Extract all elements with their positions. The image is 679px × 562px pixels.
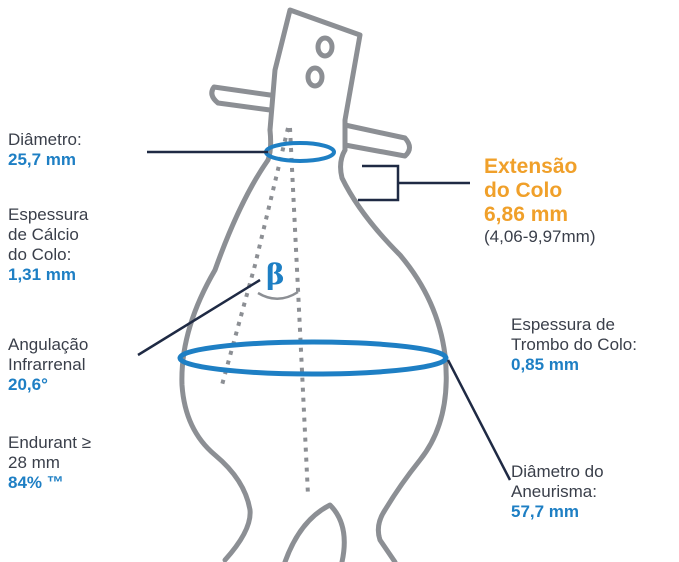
aneurisma-value: 57,7 mm [511,502,580,521]
trombo-value: 0,85 mm [511,355,580,374]
endurant-line1: Endurant ≥ [8,433,92,452]
calcio-line1: Espessura [8,205,89,224]
trombo-line1: Espessura de [511,315,615,334]
extensao-line1: Extensão [484,155,578,178]
angle-symbol: β [266,258,285,291]
left-wall [179,127,274,562]
aneurysm-axis [288,127,310,496]
label-trombo: Espessura de Trombo do Colo: 0,85 mm [511,315,637,375]
aneurisma-line1: Diâmetro do [511,462,604,481]
diametro-value: 25,7 mm [8,150,77,169]
extensao-value: 6,86 mm [484,203,569,226]
label-aneurisma: Diâmetro do Aneurisma: 57,7 mm [511,462,604,522]
label-diametro: Diâmetro: 25,7 mm [8,130,82,170]
leader-aneurisma [446,359,512,481]
leader-extensao-bracket [358,164,400,202]
aneurisma-line2: Aneurisma: [511,482,597,501]
endurant-value: 84% ™ [8,473,64,492]
right-renal-branch [342,122,412,159]
label-angulacao: Angulação Infrarrenal 20,6° [8,335,88,395]
angulacao-line2: Infrarrenal [8,355,86,374]
endurant-line2: 28 mm [8,453,60,472]
bifurcation [282,502,347,562]
calcio-line2: de Cálcio [8,225,79,244]
neck-ring [264,141,336,163]
trombo-line2: Trombo do Colo: [511,335,637,354]
calcio-value: 1,31 mm [8,265,77,284]
angle-arc [257,290,299,300]
branch-hole-top [315,35,335,59]
label-extensao: Extensão do Colo 6,86 mm (4,06-9,97mm) [484,155,595,247]
angulacao-line1: Angulação [8,335,89,354]
left-renal-branch [209,84,273,113]
label-calcio: Espessura de Cálcio do Colo: 1,31 mm [8,205,88,285]
calcio-line3: do Colo: [8,245,72,264]
label-endurant: Endurant ≥ 28 mm 84% ™ [8,433,91,493]
branch-hole-bottom [305,65,325,89]
extensao-range: (4,06-9,97mm) [484,227,596,246]
angulacao-value: 20,6° [8,375,48,394]
aneurysm-ring [177,339,449,377]
celiac-branch [267,7,363,153]
diametro-title: Diâmetro: [8,130,82,149]
extensao-line2: do Colo [484,179,563,202]
leader-angulacao [137,278,261,357]
right-wall [338,147,449,562]
